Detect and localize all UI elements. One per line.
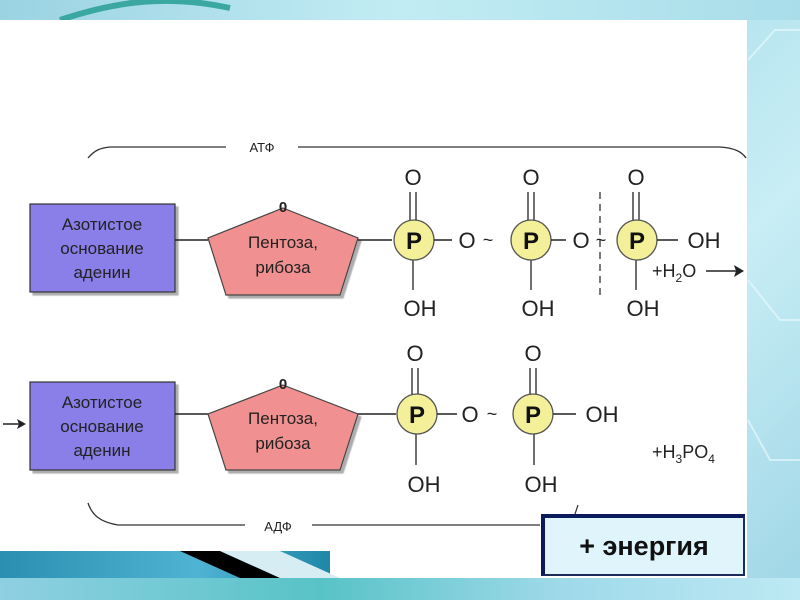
adp-p1-hydroxyl: OH (408, 472, 441, 497)
adp-p1-top-oxygen: O (406, 341, 423, 366)
adp-p2-symbol: P (525, 402, 541, 429)
atp-base-line1: Азотистое (62, 215, 142, 234)
adp-pentose-oxygen: 0 (279, 376, 287, 393)
atp-ribose-pentose: 0 Пентоза, рибоза (207, 199, 359, 296)
product-subscript-2: 4 (708, 452, 715, 466)
slide-content-panel (0, 20, 747, 578)
adp-terminal-hydroxyl: OH (586, 402, 619, 427)
bottom-strip-decoration (0, 578, 800, 600)
atp-pentose-oxygen: 0 (279, 199, 287, 216)
atp-bridge-oxygen-2: O (572, 228, 589, 253)
adp-ribose-pentose: 0 Пентоза, рибоза (207, 376, 359, 471)
atp-base-line3: аденин (73, 263, 130, 282)
atp-bracket: АТФ (87, 140, 747, 159)
atp-label: АТФ (249, 140, 274, 155)
adp-pentose-line2: рибоза (255, 434, 311, 453)
product-mid: PO (682, 442, 708, 462)
energy-release-box: + энергия (541, 514, 745, 576)
adp-phosphate-2: P O OH (512, 341, 558, 497)
atp-p1-hydroxyl: OH (404, 296, 437, 321)
water-reagent: +H2O (652, 261, 744, 285)
water-prefix: +H (652, 261, 676, 281)
atp-phosphate-2: P O OH (510, 165, 555, 321)
adp-phosphate-1: P O OH (396, 341, 441, 497)
adp-bridge-oxygen: O (461, 402, 478, 427)
atp-p1-top-oxygen: O (404, 165, 421, 190)
atp-bridge-oxygen-1: O (458, 228, 475, 253)
water-subscript: 2 (676, 271, 683, 285)
atp-phosphate-1: P O OH (393, 165, 437, 321)
adp-bracket: АДФ (87, 502, 579, 534)
adp-base-line3: аденин (73, 441, 130, 460)
atp-p2-symbol: P (523, 228, 539, 255)
adp-base-line1: Азотистое (62, 393, 142, 412)
adp-pentose-line1: Пентоза, (248, 409, 318, 428)
atp-phosphate-3: P O OH (616, 165, 660, 321)
atp-base-line2: основание (60, 239, 143, 258)
atp-p3-hydroxyl: OH (627, 296, 660, 321)
product-subscript-1: 3 (676, 452, 683, 466)
adp-adenine-base: Азотистое основание аденин (29, 381, 176, 471)
atp-pentose-line1: Пентоза, (248, 233, 318, 252)
adp-high-energy-bond: ~ (487, 404, 498, 424)
incoming-arrow-icon (3, 419, 26, 429)
adp-p2-top-oxygen: O (524, 341, 541, 366)
atp-high-energy-bond-1: ~ (483, 230, 494, 250)
reaction-arrow-head-icon (734, 265, 744, 277)
atp-p3-symbol: P (629, 228, 645, 255)
phosphoric-acid-product: +H3PO4 (652, 442, 715, 466)
product-prefix: +H (652, 442, 676, 462)
water-suffix: O (682, 261, 696, 281)
adp-p2-hydroxyl: OH (525, 472, 558, 497)
atp-p3-top-oxygen: O (627, 165, 644, 190)
adp-base-line2: основание (60, 417, 143, 436)
atp-p2-top-oxygen: O (522, 165, 539, 190)
adp-label: АДФ (264, 519, 292, 534)
atp-terminal-hydroxyl: OH (688, 228, 721, 253)
bottom-black-wedge-decoration (180, 551, 340, 578)
atp-high-energy-bond-2: ~ (596, 230, 607, 250)
atp-pentose-line2: рибоза (255, 258, 311, 277)
atp-adenine-base: Азотистое основание аденин (29, 203, 176, 293)
atp-p2-hydroxyl: OH (522, 296, 555, 321)
svg-text:+H2O: +H2O (652, 261, 696, 285)
atp-p1-symbol: P (406, 228, 422, 255)
energy-label: + энергия (579, 530, 709, 561)
adp-p1-symbol: P (409, 402, 425, 429)
